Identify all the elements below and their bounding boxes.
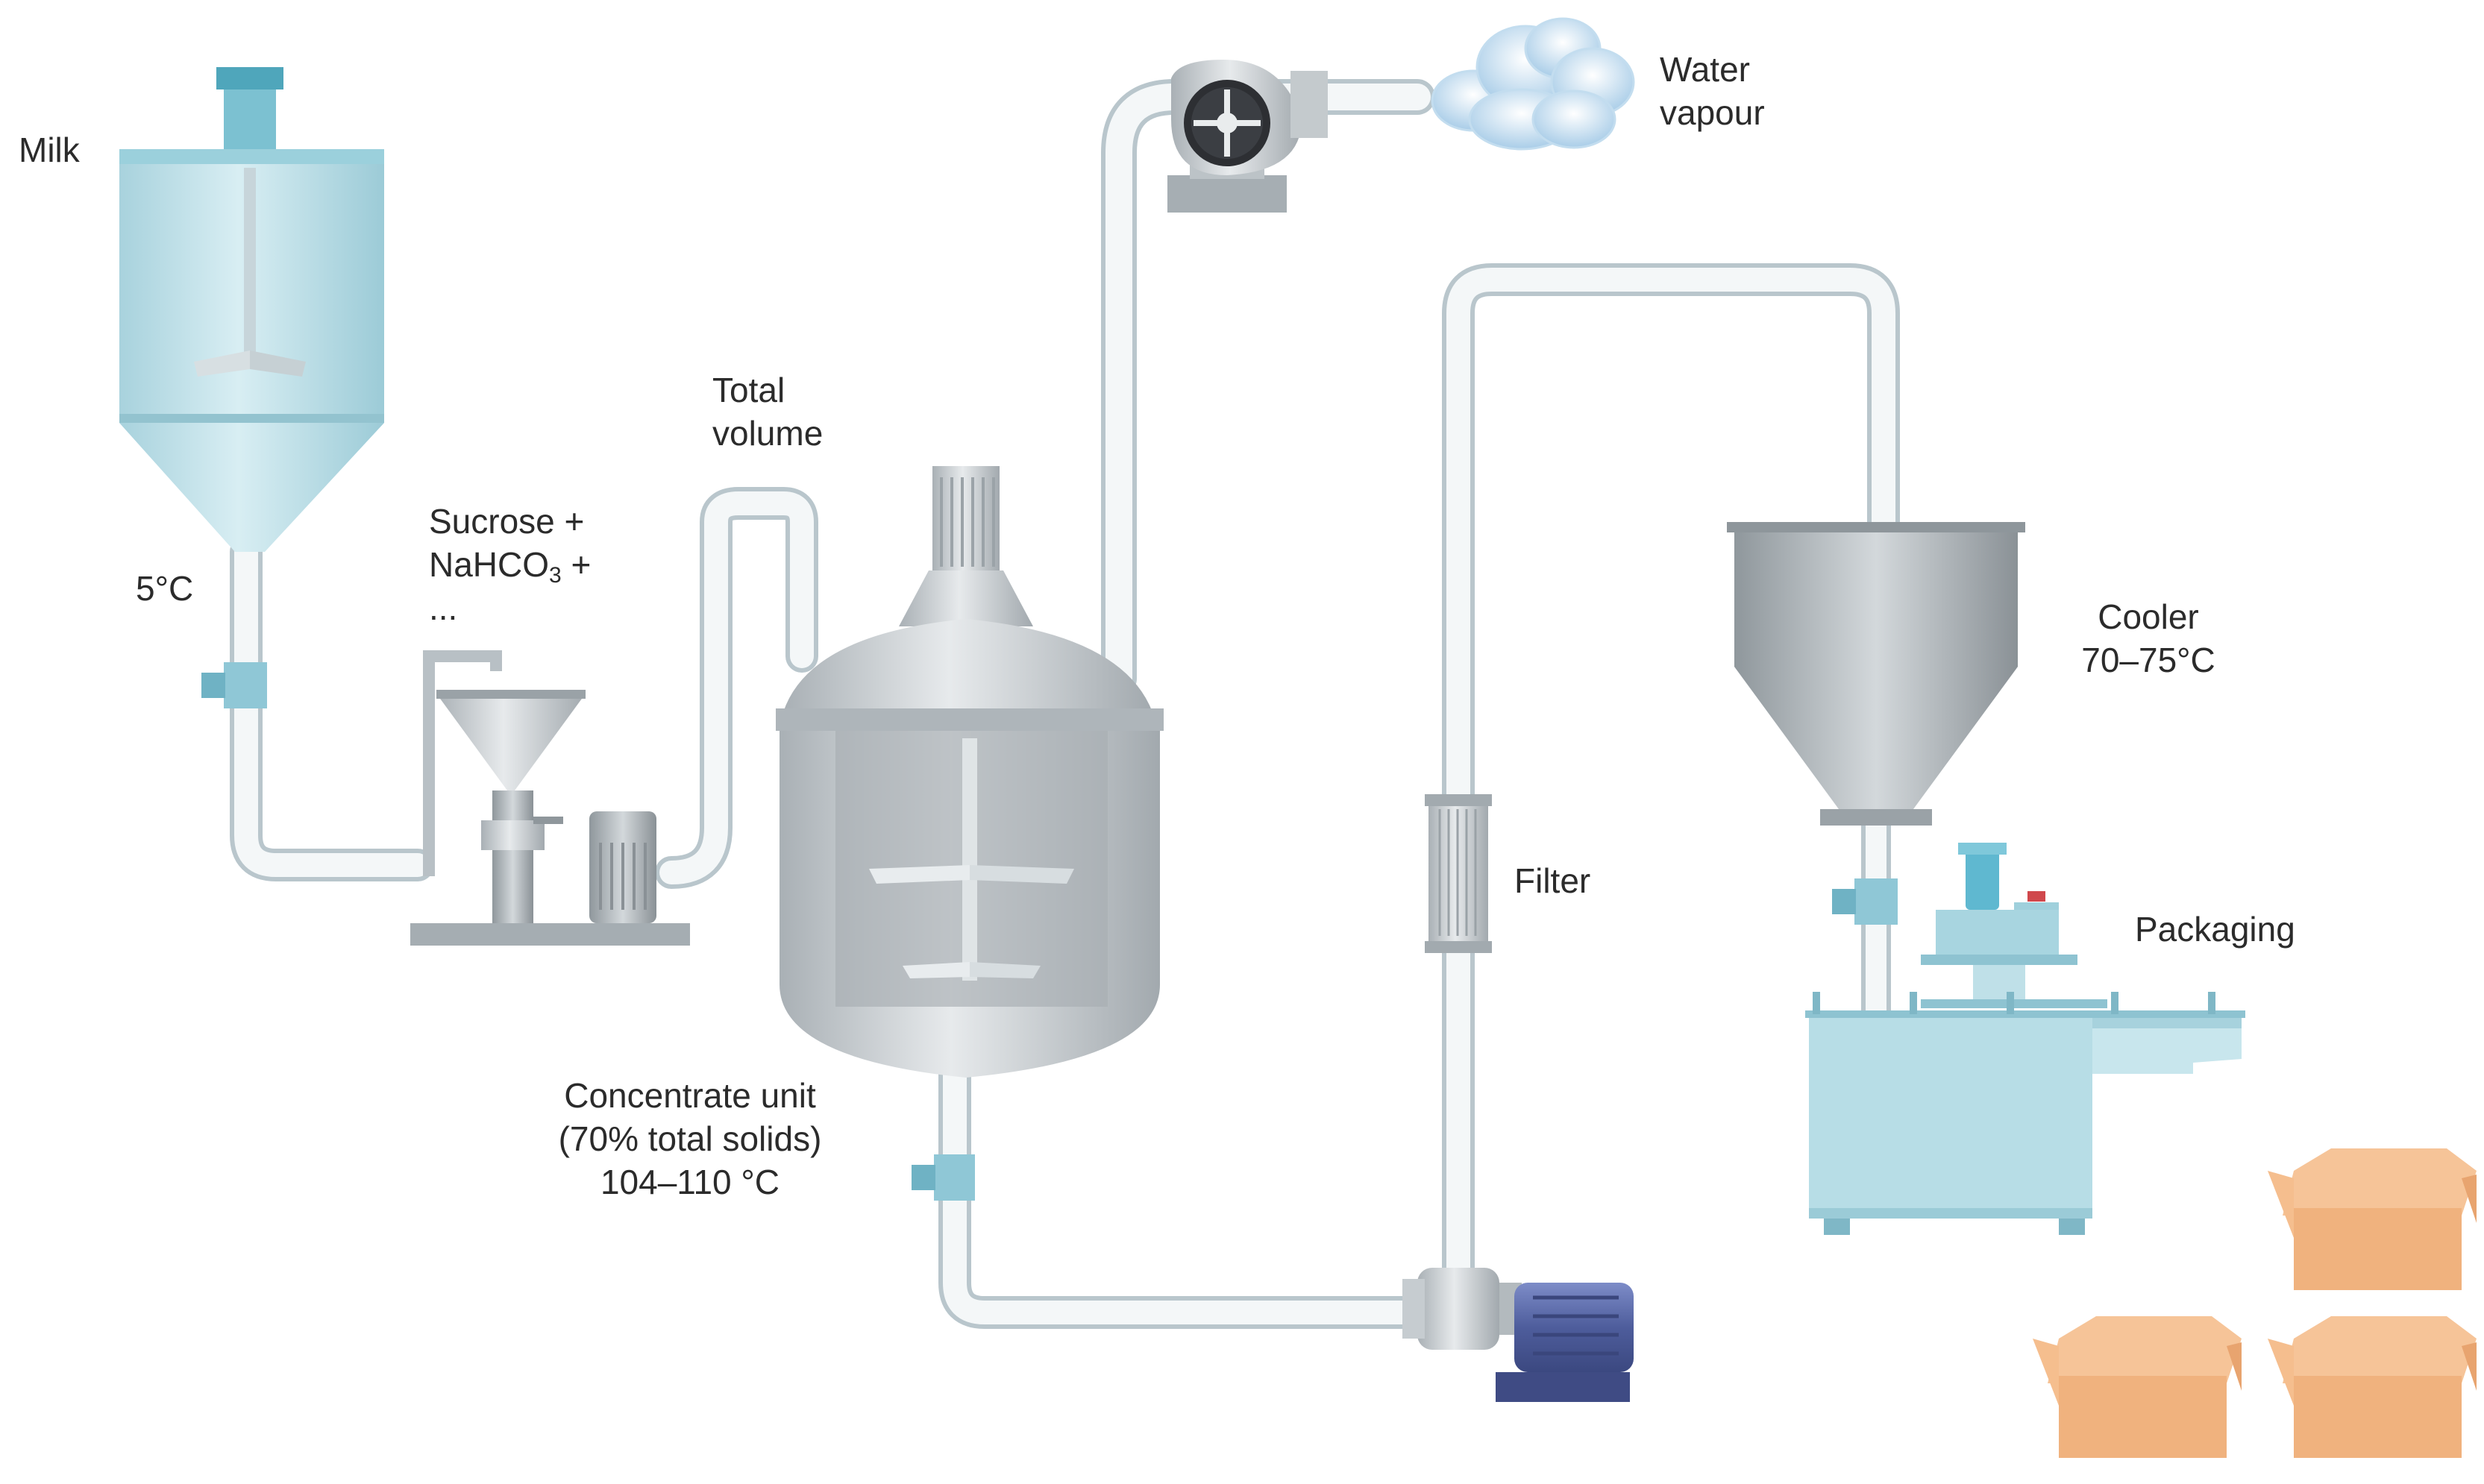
label-milk: Milk <box>19 131 80 169</box>
packaging-box-icon <box>2033 1316 2242 1458</box>
pipe-milk-to-mixer <box>230 535 434 881</box>
cooler-valve-icon <box>1832 878 1898 925</box>
pipe-concentrator-to-pump <box>938 1057 1434 1329</box>
water-vapour-cloud-icon <box>1431 17 1635 151</box>
label-total-volume: Total volume <box>712 371 824 453</box>
cooler <box>1727 522 2025 826</box>
label-filter: Filter <box>1514 861 1591 900</box>
milk-valve-icon <box>201 662 267 708</box>
label-sucrose-line2: NaHCO3 + <box>429 545 592 588</box>
label-sucrose-line3: ... <box>429 588 458 627</box>
label-concentrate-unit: Concentrate unit (70% total solids) 104–… <box>558 1076 822 1201</box>
vapour-fan <box>1167 60 1328 213</box>
label-packaging: Packaging <box>2135 910 2295 949</box>
packaging-box-icon <box>2268 1316 2477 1458</box>
label-water-vapour: Water vapour <box>1660 50 1765 132</box>
label-cooler: Cooler 70–75°C <box>2081 597 2215 679</box>
pipes <box>230 79 1900 1329</box>
packaging-box-icon <box>2268 1148 2477 1290</box>
concentrator-valve-icon <box>912 1154 975 1201</box>
pump <box>1402 1268 1634 1402</box>
milk-tank <box>119 67 384 552</box>
packaging-machine <box>1805 843 2245 1235</box>
label-milk-temperature: 5°C <box>136 569 194 608</box>
filter <box>1425 794 1492 953</box>
sucrose-mixer <box>410 650 690 946</box>
label-sucrose-line1: Sucrose + <box>429 502 585 541</box>
concentrate-unit <box>776 466 1164 1078</box>
label-sucrose: Sucrose + NaHCO3 + ... <box>429 500 591 629</box>
